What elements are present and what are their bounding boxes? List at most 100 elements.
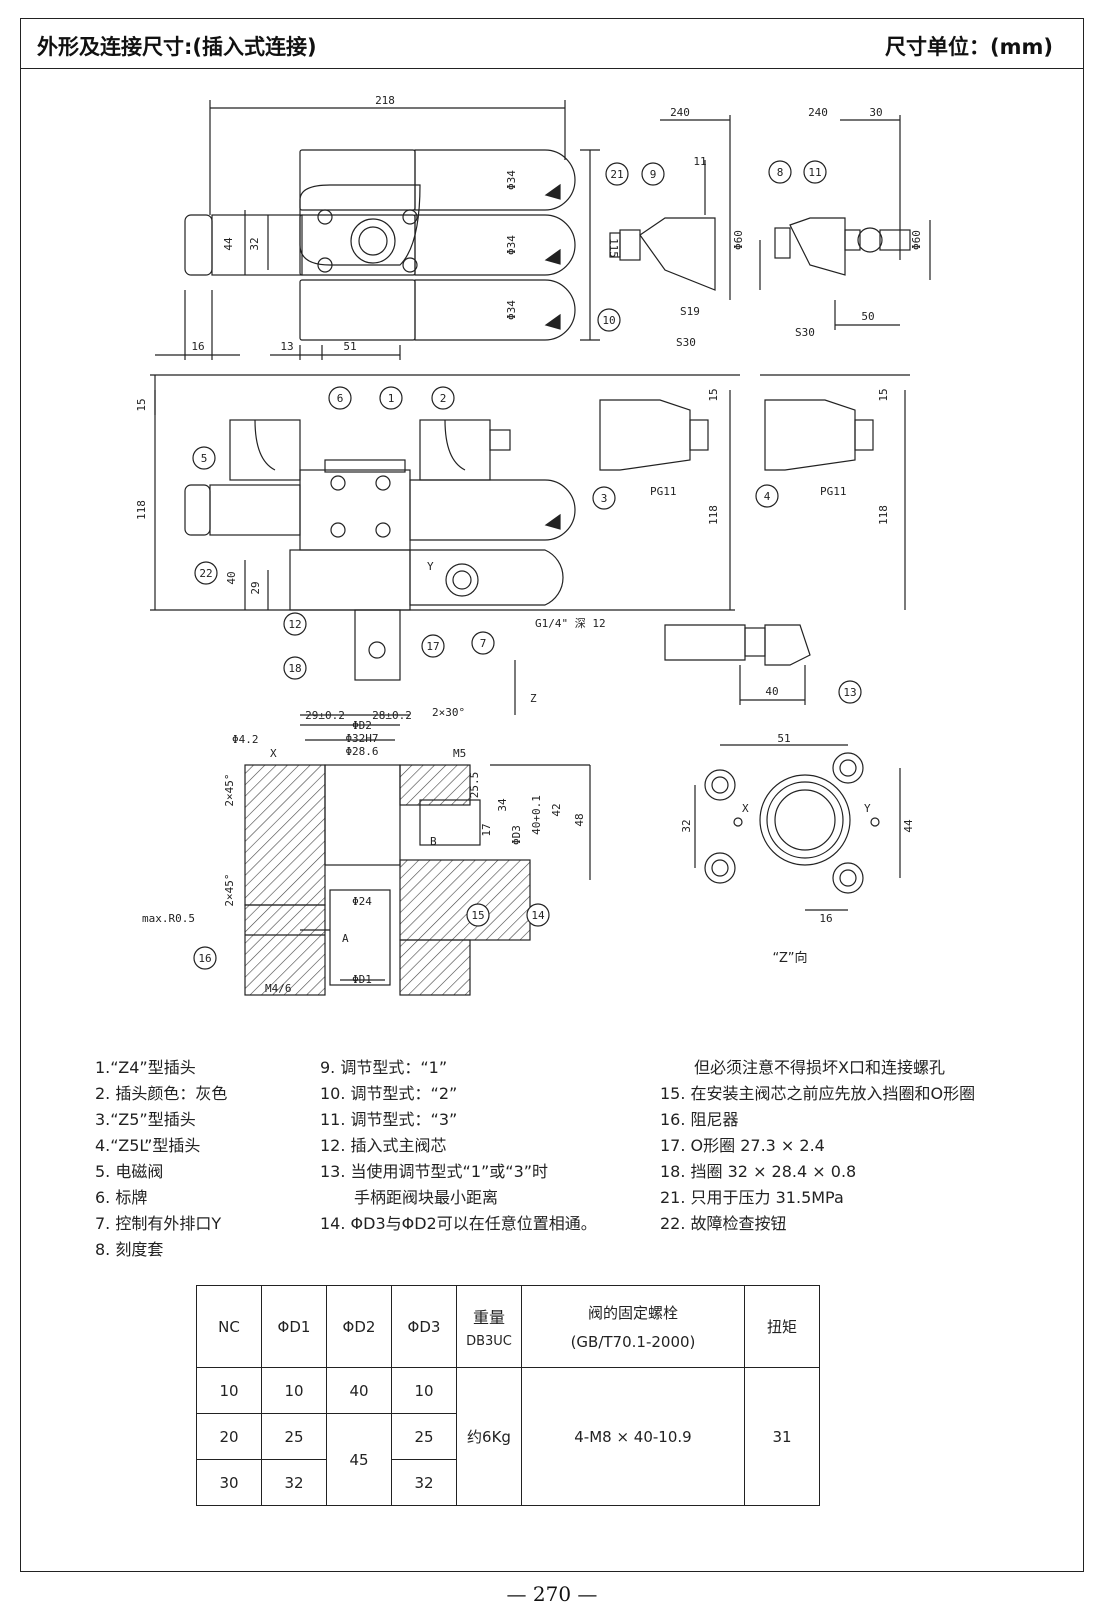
cell-d3: 32 (391, 1459, 457, 1506)
svg-text:ΦD3: ΦD3 (510, 825, 523, 845)
svg-text:Y: Y (427, 560, 434, 573)
svg-text:30: 30 (869, 106, 882, 119)
svg-text:X: X (742, 802, 749, 815)
note-item: 6. 标牌 (95, 1188, 148, 1207)
svg-text:“Z”向: “Z”向 (773, 950, 808, 966)
header-weight: 重量 DB3UC (456, 1285, 522, 1368)
svg-text:240: 240 (670, 106, 690, 119)
note-item: 5. 电磁阀 (95, 1162, 164, 1181)
cell-d3: 25 (391, 1413, 457, 1460)
table-header-row: NC ΦD1 ΦD2 ΦD3 重量 DB3UC 阀的固定螺栓 (GB/T70.1… (196, 1285, 820, 1368)
note-item: 但必须注意不得损坏X口和连接螺孔 (694, 1058, 945, 1077)
svg-text:M4/6: M4/6 (265, 982, 292, 995)
callouts (192, 160, 862, 970)
svg-text:48: 48 (573, 813, 586, 826)
cell-nc: 20 (196, 1413, 262, 1460)
note-item: 17. O形圈 27.3 × 2.4 (660, 1136, 825, 1155)
drawing-labels: S19 S30 S30 PG11 PG11 G1/4" 深 12 Y Z X B… (142, 305, 915, 995)
svg-text:22: 22 (199, 567, 212, 580)
svg-text:5: 5 (201, 452, 208, 465)
svg-text:32: 32 (248, 237, 261, 250)
svg-text:18: 18 (288, 662, 301, 675)
notes-column-1: 1.“Z4”型插头 2. 插头颜色：灰色 3.“Z5”型插头 4.“Z5L”型插… (95, 1055, 227, 1263)
cell-weight: 约6Kg (456, 1367, 522, 1506)
svg-text:10: 10 (602, 314, 615, 327)
svg-text:25.5: 25.5 (468, 772, 481, 799)
svg-text:11: 11 (808, 166, 821, 179)
svg-text:S19: S19 (680, 305, 700, 318)
technical-drawing: 1 2 3 4 5 6 7 8 9 10 11 12 13 14 15 16 1… (135, 94, 931, 996)
svg-text:12: 12 (288, 618, 301, 631)
cell-d1: 25 (261, 1413, 327, 1460)
svg-text:16: 16 (191, 340, 204, 353)
note-item: 13. 当使用调节型式“1”或“3”时 (320, 1162, 549, 1181)
svg-text:2×45°: 2×45° (223, 773, 236, 806)
note-item: 2. 插头颜色：灰色 (95, 1084, 228, 1103)
header-bolt-label: 阀的固定螺栓 (587, 1304, 678, 1322)
svg-text:15: 15 (471, 909, 484, 922)
note-item: 手柄距阀块最小距离 (354, 1188, 499, 1207)
svg-text:S30: S30 (795, 326, 815, 339)
adjustment-views (609, 115, 931, 330)
note-item: 14. ΦD3与ΦD2可以在任意位置相通。 (320, 1214, 597, 1233)
svg-text:PG11: PG11 (650, 485, 677, 498)
svg-text:29: 29 (249, 581, 262, 594)
cell-nc: 10 (196, 1367, 262, 1414)
note-item: 16. 阻尼器 (660, 1110, 739, 1129)
svg-text:S30: S30 (676, 336, 696, 349)
table-row: 10 10 40 10 约6Kg 4-M8 × 40-10.9 31 (196, 1367, 820, 1506)
dimension-labels: 218 240 240 30 11 115 44 32 16 13 51 Φ60… (135, 94, 923, 698)
unit-label: 尺寸单位：(mm) (885, 35, 1053, 59)
svg-text:8: 8 (777, 166, 784, 179)
svg-text:13: 13 (843, 686, 856, 699)
note-item: 7. 控制有外排口Y (95, 1214, 222, 1233)
svg-text:Z: Z (530, 692, 537, 705)
svg-text:15: 15 (135, 398, 148, 411)
note-item: 18. 挡圈 32 × 28.4 × 0.8 (660, 1162, 857, 1181)
note-item: 4.“Z5L”型插头 (95, 1136, 201, 1155)
svg-text:Φ34: Φ34 (505, 235, 518, 255)
svg-text:1: 1 (388, 392, 395, 405)
svg-text:4: 4 (764, 490, 771, 503)
svg-text:2: 2 (440, 392, 447, 405)
page-frame: 外形及连接尺寸:(插入式连接) 尺寸单位：(mm) (20, 18, 1084, 1572)
svg-text:40+0.1: 40+0.1 (530, 795, 543, 835)
svg-text:32: 32 (680, 819, 693, 832)
svg-text:42: 42 (550, 803, 563, 816)
svg-text:16: 16 (198, 952, 211, 965)
note-item: 10. 调节型式：“2” (320, 1084, 458, 1103)
cell-d2: 40 (326, 1367, 392, 1414)
note-item: 12. 插入式主阀芯 (320, 1136, 447, 1155)
svg-text:17: 17 (426, 640, 439, 653)
svg-text:17: 17 (480, 823, 493, 836)
svg-text:X: X (270, 747, 277, 760)
header-nc: NC (196, 1285, 262, 1368)
svg-text:15: 15 (707, 388, 720, 401)
svg-text:118: 118 (877, 505, 890, 525)
cell-nc: 30 (196, 1459, 262, 1506)
svg-text:118: 118 (135, 500, 148, 520)
svg-text:118: 118 (707, 505, 720, 525)
svg-text:G1/4" 深 12: G1/4" 深 12 (535, 617, 606, 630)
svg-text:Φ60: Φ60 (732, 230, 745, 250)
note-item: 3.“Z5”型插头 (95, 1110, 196, 1129)
svg-text:Φ34: Φ34 (505, 300, 518, 320)
header-weight-label: 重量 (472, 1308, 505, 1327)
note-item: 15. 在安装主阀芯之前应先放入挡圈和O形圈 (660, 1084, 976, 1103)
notes-column-3: 但必须注意不得损坏X口和连接螺孔 15. 在安装主阀芯之前应先放入挡圈和O形圈 … (660, 1055, 975, 1237)
svg-text:ΦD2: ΦD2 (352, 719, 372, 732)
svg-text:Φ60: Φ60 (910, 230, 923, 250)
section-view (244, 660, 591, 996)
note-item: 8. 刻度套 (95, 1240, 164, 1259)
notes-column-2: 9. 调节型式：“1” 10. 调节型式：“2” 11. 调节型式：“3” 12… (320, 1055, 597, 1237)
svg-text:29±0.2: 29±0.2 (305, 709, 345, 722)
svg-text:Φ4.2: Φ4.2 (232, 733, 259, 746)
svg-text:9: 9 (650, 168, 657, 181)
svg-text:11: 11 (693, 155, 706, 168)
svg-text:M5: M5 (453, 747, 466, 760)
cell-d1: 10 (261, 1367, 327, 1414)
svg-text:3: 3 (601, 492, 608, 505)
svg-text:max.R0.5: max.R0.5 (142, 912, 195, 925)
header-bolt: 阀的固定螺栓 (GB/T70.1-2000) (521, 1285, 745, 1368)
svg-text:A: A (342, 932, 349, 945)
